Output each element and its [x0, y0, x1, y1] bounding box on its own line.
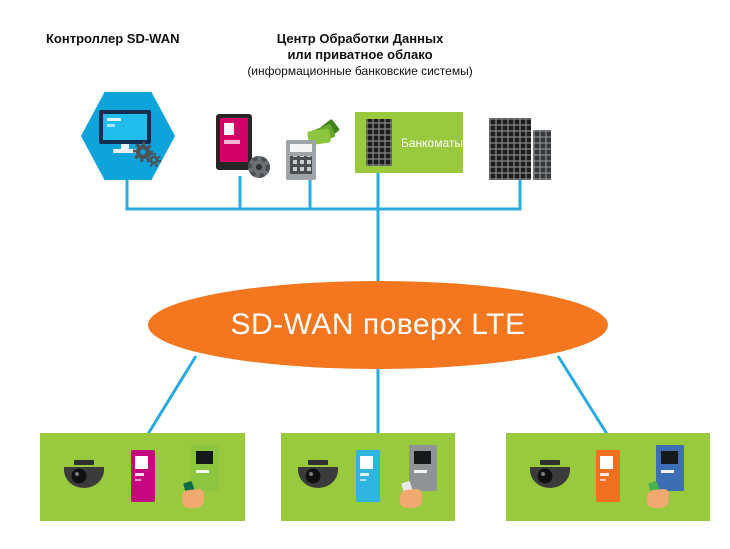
calculator-cards-icon	[284, 118, 340, 180]
connector-ellipse-branch-3	[556, 355, 609, 435]
terminal-body	[216, 114, 252, 170]
branch-site-3	[506, 433, 710, 521]
terminal-screen	[220, 118, 248, 162]
payment-terminal-icon	[216, 114, 272, 180]
dome-camera-icon	[297, 460, 338, 488]
sdwan-lte-cloud: SD-WAN поверх LTE	[148, 281, 608, 369]
datacenter-title-line2: или приватное облако	[287, 46, 433, 62]
atm-systems-node: Банкоматы	[355, 112, 463, 173]
hand	[646, 489, 669, 508]
wan-ellipse-label: SD-WAN поверх LTE	[230, 308, 526, 341]
atm-hand-icon	[399, 445, 437, 508]
branch-site-1	[40, 433, 245, 521]
atm-building-icon	[366, 119, 392, 166]
kiosk-terminal-icon	[596, 450, 620, 502]
datacenter-label: Центр Обработки Данных или приватное обл…	[228, 31, 492, 78]
calculator-screen	[290, 144, 312, 152]
kiosk-terminal-icon	[130, 450, 155, 502]
calculator-body	[286, 140, 316, 180]
atm-box-label: Банкоматы	[400, 135, 463, 150]
atm-hand-icon	[646, 445, 684, 508]
fan-icon	[248, 156, 270, 178]
connector-ellipse-branch-1	[146, 355, 198, 435]
dome-camera-icon	[64, 460, 105, 488]
controller-label: Контроллер SD-WAN	[46, 31, 180, 46]
datacenter-subtitle: (информационные банковские системы)	[247, 64, 473, 79]
sdwan-controller-node	[81, 92, 175, 180]
datacenter-title-line1: Центр Обработки Данных	[276, 31, 444, 46]
kiosk-terminal-icon	[356, 450, 380, 502]
datacenter-building-icon	[489, 118, 553, 180]
connector-group	[125, 170, 609, 435]
dome-camera-icon	[530, 460, 570, 488]
monitor-gears-icon	[99, 110, 162, 167]
gear-icon	[133, 142, 162, 167]
hand	[399, 489, 422, 508]
hand	[181, 489, 204, 508]
branch-site-2	[281, 433, 455, 521]
calculator-keys	[290, 156, 312, 174]
atm-hand-icon	[181, 445, 219, 508]
